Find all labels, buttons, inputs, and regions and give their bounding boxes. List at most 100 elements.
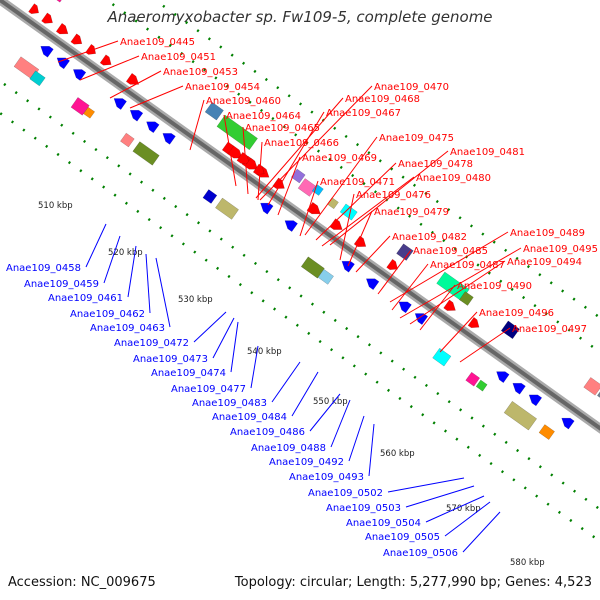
forward-callout-line: [399, 247, 522, 319]
tick-label: 530 kbp: [178, 295, 213, 305]
forward-gene-arrow: [227, 145, 243, 159]
forward-gene-label[interactable]: Anae109_0471: [320, 177, 395, 188]
forward-callout-line: [389, 231, 509, 303]
reverse-gene-label[interactable]: Anae109_0488: [251, 443, 326, 454]
reverse-callout-line: [212, 317, 235, 359]
forward-callout-line: [259, 85, 373, 201]
reverse-callout-line: [145, 253, 151, 314]
tick-label: 540 kbp: [247, 347, 282, 357]
forward-gene-arrow: [252, 163, 265, 175]
forward-callout-line: [57, 40, 119, 63]
reverse-gene-label[interactable]: Anae109_0459: [24, 279, 99, 290]
reverse-callout-line: [127, 245, 137, 298]
reverse-gene-label[interactable]: Anae109_0463: [90, 323, 165, 334]
forward-callout-line: [321, 176, 415, 247]
reverse-gene-label[interactable]: Anae109_0462: [70, 309, 145, 320]
reverse-gene-label[interactable]: Anae109_0473: [133, 354, 208, 365]
forward-gene-label[interactable]: Anae109_0482: [392, 232, 467, 243]
reverse-feature-block: [215, 197, 239, 220]
reverse-gene-label[interactable]: Anae109_0458: [6, 263, 81, 274]
forward-gene-arrow: [125, 72, 140, 85]
forward-gene-label[interactable]: Anae109_0497: [512, 324, 587, 335]
forward-callout-line: [459, 327, 511, 363]
reverse-feature-block: [13, 56, 40, 80]
forward-feature-block: [500, 320, 520, 340]
forward-gene-label[interactable]: Anae109_0481: [450, 147, 525, 158]
forward-gene-label[interactable]: Anae109_0454: [185, 82, 260, 93]
reverse-gene-label[interactable]: Anae109_0505: [365, 532, 440, 543]
reverse-feature-block: [465, 371, 481, 387]
forward-gene-label[interactable]: Anae109_0451: [141, 52, 216, 63]
forward-gene-label[interactable]: Anae109_0460: [206, 96, 281, 107]
forward-gene-label[interactable]: Anae109_0479: [374, 207, 449, 218]
forward-gene-label[interactable]: Anae109_0489: [510, 228, 585, 239]
reverse-gene-label[interactable]: Anae109_0472: [114, 338, 189, 349]
forward-gene-label[interactable]: Anae109_0470: [374, 82, 449, 93]
reverse-callout-line: [368, 423, 375, 477]
forward-feature-block: [339, 203, 358, 221]
forward-callout-line: [355, 235, 391, 273]
reverse-feature-block: [503, 400, 538, 431]
forward-gene-label[interactable]: Anae109_0465: [245, 123, 320, 134]
forward-callout-line: [377, 249, 412, 295]
reverse-gene-arrow: [260, 202, 274, 215]
forward-gene-label[interactable]: Anae109_0466: [264, 138, 339, 149]
forward-callout-line: [257, 141, 263, 201]
reverse-feature-block: [70, 97, 90, 116]
forward-gene-label[interactable]: Anae109_0478: [398, 159, 473, 170]
reverse-gene-label[interactable]: Anae109_0506: [383, 548, 458, 559]
forward-callout-line: [79, 55, 140, 81]
reverse-gene-arrow: [496, 371, 510, 384]
accession-label: Accession: NC_009675: [8, 575, 156, 590]
forward-feature-block: [396, 243, 414, 261]
reverse-gene-label[interactable]: Anae109_0493: [289, 472, 364, 483]
forward-gene-label[interactable]: Anae109_0487: [430, 260, 505, 271]
reverse-gene-label[interactable]: Anae109_0484: [212, 412, 287, 423]
tick-label: 580 kbp: [510, 558, 545, 568]
reverse-gene-label[interactable]: Anae109_0474: [151, 368, 226, 379]
forward-gene-label[interactable]: Anae109_0496: [479, 308, 554, 319]
reverse-feature-block: [83, 106, 96, 119]
reverse-gene-label[interactable]: Anae109_0486: [230, 427, 305, 438]
forward-callout-line: [347, 210, 373, 267]
forward-gene-label[interactable]: Anae109_0485: [413, 246, 488, 257]
forward-gene-label[interactable]: Anae109_0495: [523, 244, 598, 255]
forward-gene-label[interactable]: Anae109_0476: [356, 190, 431, 201]
reverse-feature-block: [29, 70, 46, 87]
forward-gene-label[interactable]: Anae109_0469: [302, 153, 377, 164]
forward-gene-label[interactable]: Anae109_0475: [379, 133, 454, 144]
reverse-gene-arrow: [414, 313, 429, 325]
reverse-gene-label[interactable]: Anae109_0461: [48, 293, 123, 304]
reverse-gene-arrow: [341, 260, 355, 273]
forward-gene-label[interactable]: Anae109_0468: [345, 94, 420, 105]
reverse-gene-arrow: [365, 278, 380, 291]
forward-gene-label[interactable]: Anae109_0480: [416, 173, 491, 184]
reverse-gene-label[interactable]: Anae109_0504: [346, 518, 421, 529]
reverse-gene-label[interactable]: Anae109_0483: [192, 398, 267, 409]
backbone-core: [0, 0, 600, 431]
forward-feature-block: [583, 377, 600, 396]
forward-gene-arrow: [41, 12, 53, 24]
reverse-callout-line: [444, 501, 491, 537]
forward-gene-arrow: [272, 177, 285, 189]
reverse-callout-line: [103, 235, 121, 284]
forward-gene-label[interactable]: Anae109_0453: [163, 67, 238, 78]
forward-gene-label[interactable]: Anae109_0467: [326, 108, 401, 119]
reverse-feature-block: [475, 379, 488, 392]
forward-callout-line: [277, 156, 301, 216]
reverse-gene-label[interactable]: Anae109_0502: [308, 488, 383, 499]
forward-gene-arrow: [70, 33, 83, 45]
forward-gene-label[interactable]: Anae109_0494: [507, 257, 582, 268]
reverse-feature-block: [538, 424, 555, 440]
reverse-callout-line: [250, 345, 259, 389]
reverse-gene-label[interactable]: Anae109_0503: [326, 503, 401, 514]
forward-gene-arrow: [244, 157, 259, 170]
forward-callout-line: [419, 284, 456, 331]
forward-callout-line: [329, 150, 449, 246]
forward-gene-label[interactable]: Anae109_0445: [120, 37, 195, 48]
forward-gene-label[interactable]: Anae109_0490: [457, 281, 532, 292]
reverse-callout-line: [425, 495, 485, 523]
forward-gene-label[interactable]: Anae109_0464: [226, 111, 301, 122]
reverse-gene-label[interactable]: Anae109_0492: [269, 457, 344, 468]
reverse-gene-label[interactable]: Anae109_0477: [171, 384, 246, 395]
